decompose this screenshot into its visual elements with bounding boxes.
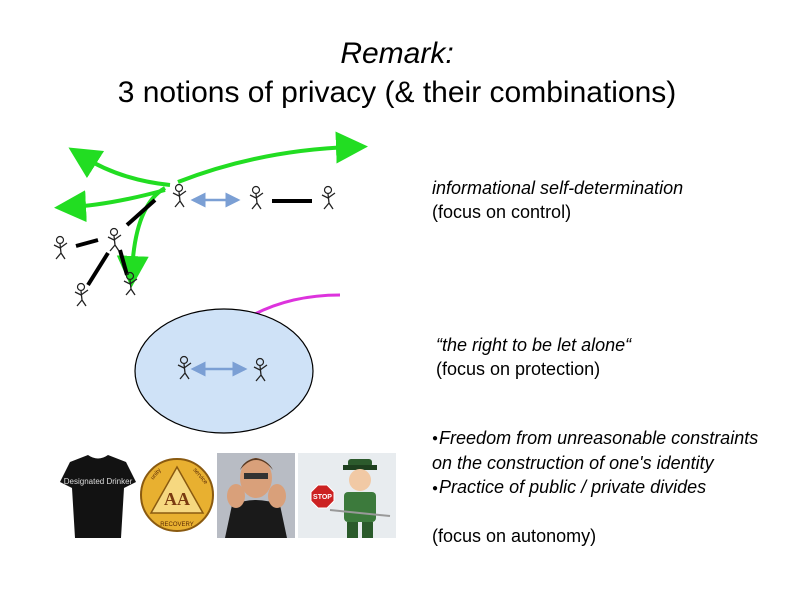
bullet-text-1: Freedom from unreasonable constraints on… <box>432 428 759 474</box>
police-figure-image: STOP <box>298 453 396 538</box>
person-figure <box>53 235 68 260</box>
green-arrow-left <box>54 188 166 223</box>
person-figure <box>321 185 336 210</box>
title-line-1: Remark: <box>340 37 454 70</box>
person-figure <box>74 282 89 307</box>
title-line-2: 3 notions of privacy (& their combinatio… <box>117 76 677 109</box>
green-arrow-down <box>116 186 167 288</box>
slide-title: Remark: 3 notions of privacy (& their co… <box>0 34 794 112</box>
green-arrow-right <box>177 131 368 184</box>
bullet-dot: ● <box>432 433 439 445</box>
notion-3-focus: (focus on autonomy) <box>432 526 597 546</box>
bullet-item-2: ●Practice of public / private divides <box>432 475 777 500</box>
link-line <box>125 198 157 227</box>
notion-2-focus: (focus on protection) <box>436 359 601 379</box>
link-line <box>75 238 99 248</box>
notion-3-bullets: ●Freedom from unreasonable constraints o… <box>432 426 777 501</box>
stop-sign-text: STOP <box>313 494 332 501</box>
bullet-item-1: ●Freedom from unreasonable constraints o… <box>432 426 777 475</box>
notion-2-heading: “the right to be let alone“ <box>436 335 632 355</box>
tshirt-text: Designated Drinker <box>64 477 133 486</box>
link-line <box>118 249 129 276</box>
person-figure <box>107 227 122 252</box>
bullet-text-2: Practice of public / private divides <box>439 477 707 498</box>
bullet-dot: ● <box>432 482 439 494</box>
notion-1-heading: informational self-determination <box>432 178 684 198</box>
man-hiding-image <box>217 453 295 538</box>
privacy-bubble <box>134 308 314 434</box>
aa-letters: AA <box>164 489 190 509</box>
person-figure <box>123 271 138 296</box>
tshirt-image: Designated Drinker <box>57 453 139 538</box>
aa-recovery: RECOVERY <box>160 522 194 528</box>
green-arrow-up-left <box>68 147 171 187</box>
person-figure <box>249 185 264 210</box>
person-figure <box>172 183 187 208</box>
notion-1-focus: (focus on control) <box>432 202 572 222</box>
link-line <box>86 251 110 287</box>
aa-logo-image: AA RECOVERY unity service <box>140 453 215 538</box>
